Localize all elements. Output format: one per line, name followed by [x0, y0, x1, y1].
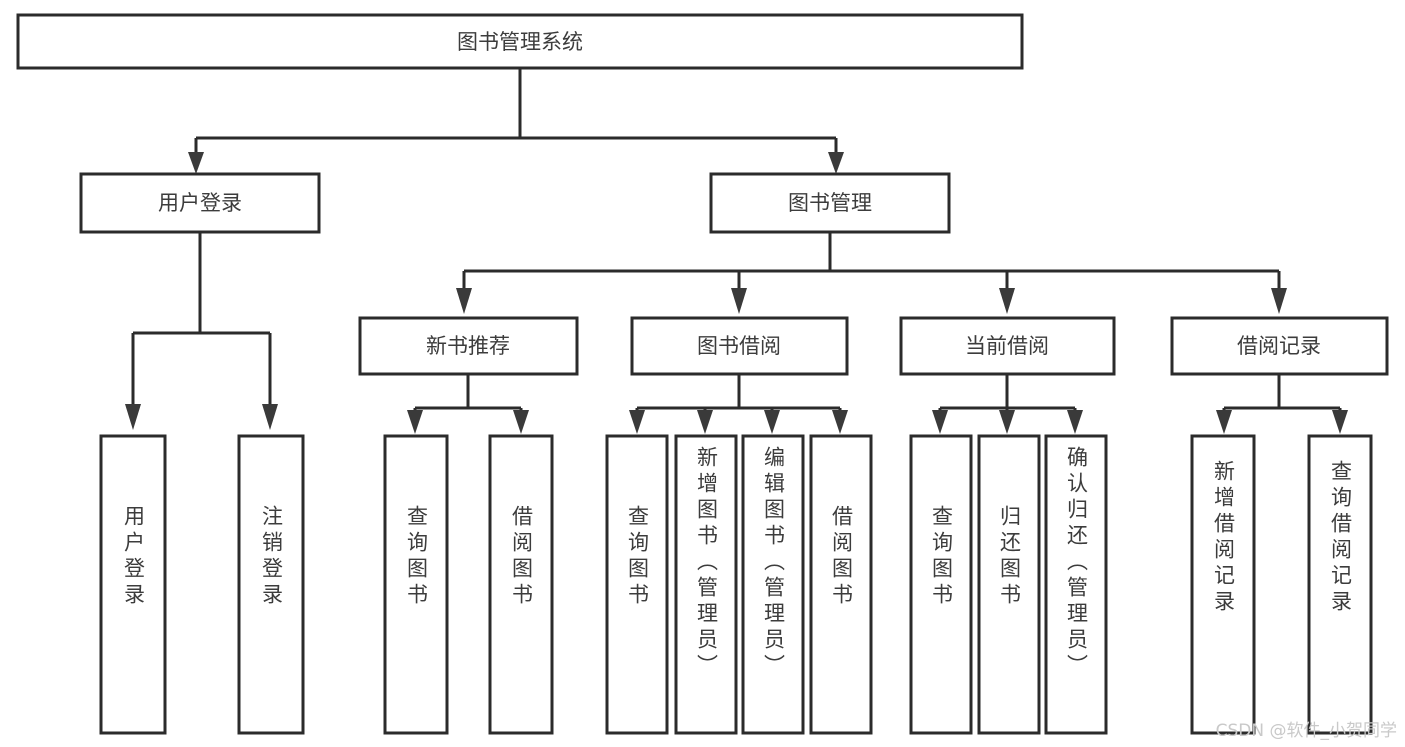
node-root[interactable] [16, 13, 1024, 70]
edge-userlogin-to-leaves [125, 232, 278, 430]
leaf-box-return-book[interactable] [977, 434, 1041, 735]
leaf-box-add-book[interactable] [674, 434, 738, 735]
watermark-text: CSDN @软件_小贺同学 [1215, 721, 1397, 741]
leaf-box-borrow-book-2[interactable] [809, 434, 873, 735]
edge-currentborrow-to-leaves [932, 374, 1083, 434]
node-book-borrow[interactable] [630, 316, 849, 376]
leaf-box-query-book-2[interactable] [605, 434, 669, 735]
edge-newbook-to-leaves [407, 374, 529, 434]
node-borrow-record[interactable] [1170, 316, 1389, 376]
node-book-management[interactable] [709, 172, 951, 234]
node-user-login-label: 用户登录 [158, 191, 242, 215]
node-current-borrow-label: 当前借阅 [965, 334, 1049, 358]
edge-borrowrecord-to-leaves [1216, 374, 1348, 434]
edge-bookmanagement-to-level3 [456, 232, 1287, 314]
leaf-box-query-borrow-record[interactable] [1307, 434, 1373, 735]
leaf-box-borrow-book-1[interactable] [488, 434, 554, 735]
edge-root-to-level2 [188, 68, 844, 174]
node-user-login[interactable] [79, 172, 321, 234]
leaf-box-query-book-3[interactable] [909, 434, 973, 735]
leaf-box-query-book-1[interactable] [383, 434, 449, 735]
leaf-box-user-login[interactable] [99, 434, 167, 735]
node-book-borrow-label: 图书借阅 [697, 334, 781, 358]
leaf-box-confirm-return[interactable] [1044, 434, 1108, 735]
edge-bookborrow-to-leaves [629, 374, 848, 434]
node-root-label: 图书管理系统 [457, 30, 583, 54]
leaf-box-edit-book[interactable] [741, 434, 805, 735]
node-borrow-record-label: 借阅记录 [1237, 334, 1321, 358]
leaf-box-logout-login[interactable] [237, 434, 305, 735]
node-current-borrow[interactable] [899, 316, 1116, 376]
leaf-box-add-borrow-record[interactable] [1190, 434, 1256, 735]
node-new-book-recommend-label: 新书推荐 [426, 334, 510, 358]
node-book-management-label: 图书管理 [788, 191, 872, 215]
node-new-book-recommend[interactable] [358, 316, 579, 376]
